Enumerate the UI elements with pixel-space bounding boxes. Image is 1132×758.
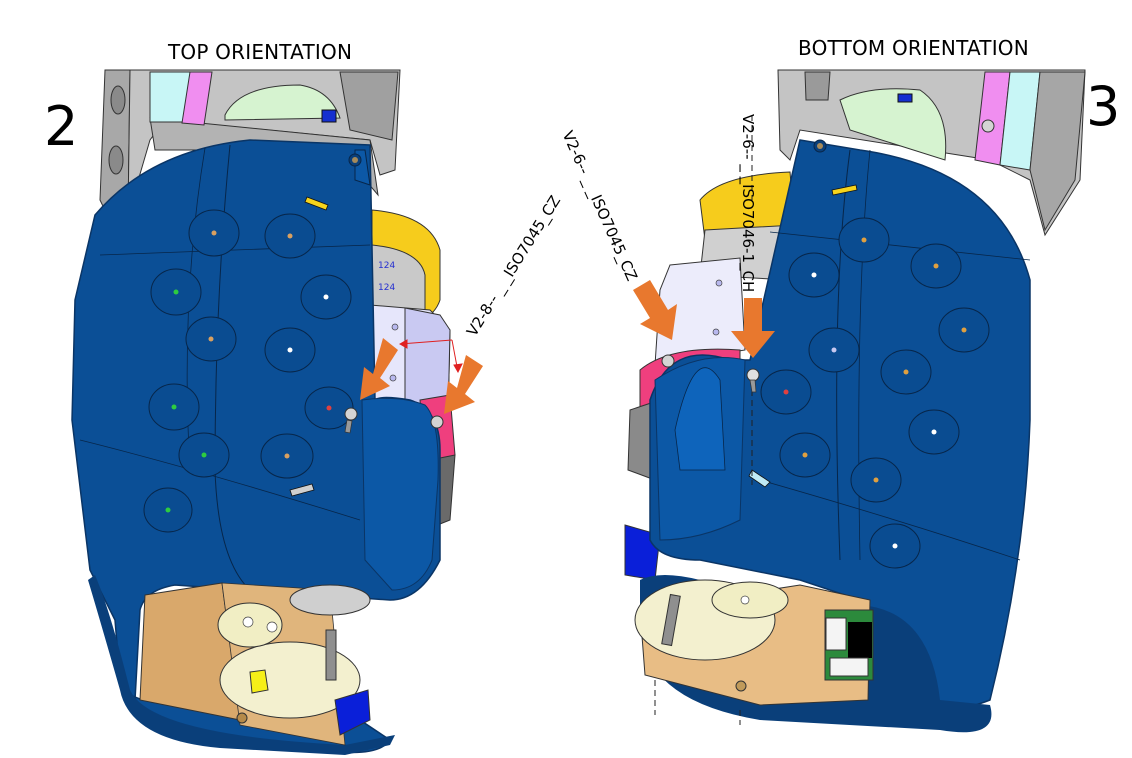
callout-v2-6-iso7046: V2-6-- _ _ISO7046-1_CH <box>739 114 757 293</box>
assembly-bottom-orientation <box>624 69 1086 733</box>
dashed-guides <box>654 115 753 725</box>
panel-3-step-number: 3 <box>1086 75 1121 138</box>
circuit-board <box>824 609 874 681</box>
arrow-orange-left-a <box>360 338 398 400</box>
panel-2-step-number: 2 <box>44 95 79 158</box>
screw-right-b <box>746 368 760 393</box>
svg-text:124: 124 <box>378 283 395 293</box>
blue-clip <box>321 109 337 123</box>
cream-discs-right <box>634 579 789 692</box>
svg-text:124: 124 <box>378 261 395 271</box>
assembly-top-orientation: 124 124 <box>71 69 483 755</box>
motor-yellow: 124 124 <box>371 209 441 331</box>
leader-lines <box>398 339 463 374</box>
cream-discs <box>217 584 371 736</box>
panel-3-title: BOTTOM ORIENTATION <box>798 36 1029 60</box>
screw-right-a <box>661 354 675 368</box>
green-disc <box>224 84 341 121</box>
arrow-orange-right-b <box>731 298 775 358</box>
panel-2-title: TOP ORIENTATION <box>168 40 353 64</box>
arrow-orange-right-a <box>633 280 677 340</box>
arrow-orange-left-b <box>444 355 483 414</box>
screw-left-a <box>344 407 358 434</box>
screw-left-b <box>430 415 444 429</box>
